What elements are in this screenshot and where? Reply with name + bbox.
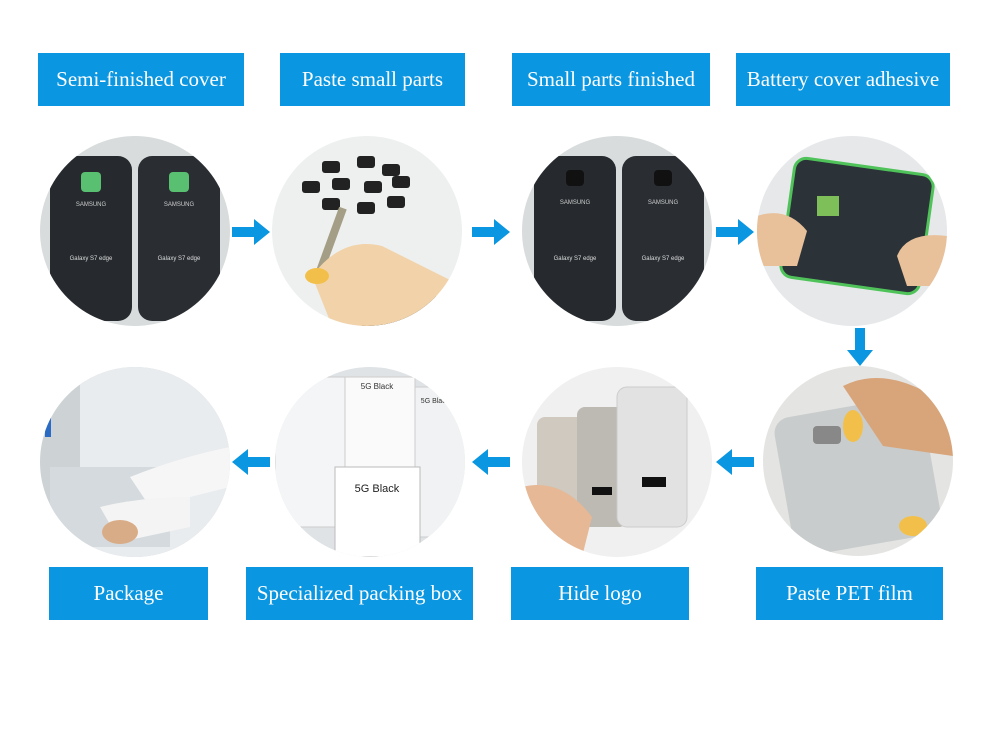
- arrow-left-icon: [232, 449, 270, 475]
- arrow-left-icon: [472, 449, 510, 475]
- model-text: Galaxy S7 edge: [158, 256, 201, 262]
- arrow-right-icon: [716, 219, 754, 245]
- photo-paste-pet-film: [763, 366, 953, 556]
- model-text: Galaxy S7 edge: [642, 256, 685, 262]
- photo-package: [40, 367, 230, 557]
- step-label-semi-finished-cover: Semi-finished cover: [38, 53, 244, 106]
- brand-text: SAMSUNG: [560, 200, 591, 206]
- photo-small-parts-finished: SAMSUNG SAMSUNG Galaxy S7 edge Galaxy S7…: [522, 136, 712, 326]
- arrow-down-icon: [847, 328, 873, 366]
- step-label-small-parts-finished: Small parts finished: [512, 53, 710, 106]
- step-label-hide-logo: Hide logo: [511, 567, 689, 620]
- photo-semi-finished-cover: SAMSUNG SAMSUNG Galaxy S7 edge Galaxy S7…: [40, 136, 230, 326]
- step-label-paste-small-parts: Paste small parts: [280, 53, 465, 106]
- step-label-battery-cover-adhesive: Battery cover adhesive: [736, 53, 950, 106]
- photo-hide-logo: [522, 367, 712, 557]
- box-label-text: 5G Black: [355, 483, 400, 495]
- brand-text: SAMSUNG: [164, 202, 195, 208]
- photo-specialized-packing-box: 5G Black 5G Black 5G Black: [275, 367, 465, 557]
- arrow-left-icon: [716, 449, 754, 475]
- brand-text: SAMSUNG: [76, 202, 107, 208]
- box-label-text: 5G Black: [361, 382, 394, 391]
- photo-paste-small-parts: [272, 136, 462, 326]
- model-text: Galaxy S7 edge: [554, 256, 597, 262]
- brand-text: SAMSUNG: [648, 200, 679, 206]
- arrow-right-icon: [472, 219, 510, 245]
- model-text: Galaxy S7 edge: [70, 256, 113, 262]
- step-label-paste-pet-film: Paste PET film: [756, 567, 943, 620]
- step-label-package: Package: [49, 567, 208, 620]
- step-label-specialized-packing-box: Specialized packing box: [246, 567, 473, 620]
- box-label-text: 5G Black: [421, 398, 450, 405]
- photo-battery-cover-adhesive: [757, 136, 947, 326]
- arrow-right-icon: [232, 219, 270, 245]
